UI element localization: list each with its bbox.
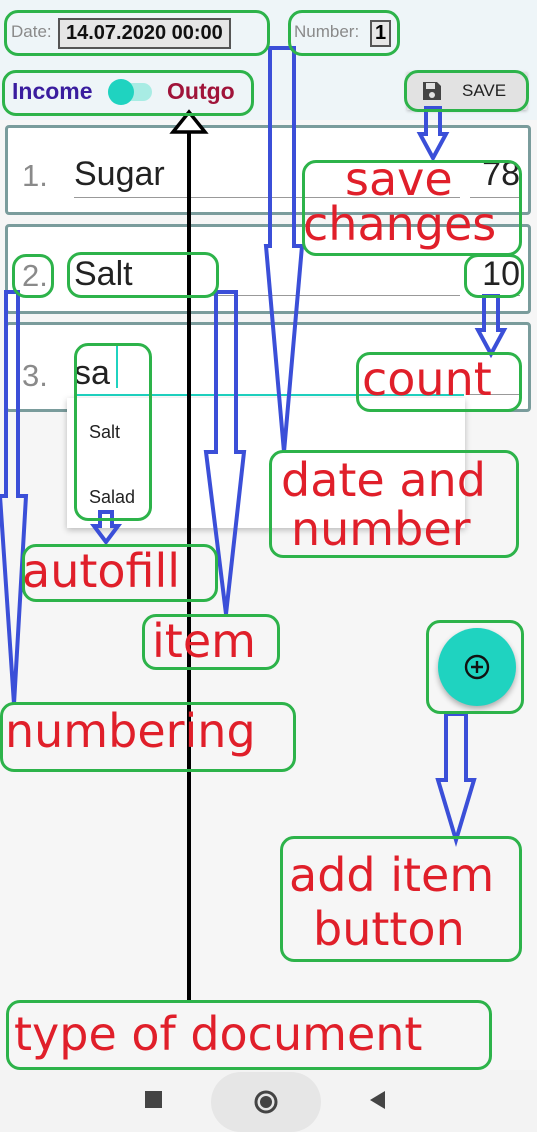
- date-field[interactable]: 14.07.2020 00:00: [58, 18, 231, 49]
- row-number: 3.: [22, 358, 48, 393]
- annotation-button: button: [313, 902, 465, 956]
- annotation-box-count: [464, 254, 524, 298]
- autofill-option[interactable]: Salad: [67, 473, 465, 521]
- annotation-box-date-number-label: [269, 450, 519, 558]
- annotation-number: number: [291, 502, 471, 556]
- annotation-date-and: date and: [281, 453, 486, 507]
- date-label: Date:: [11, 22, 52, 41]
- annotation-box-add-item-label: [280, 836, 522, 962]
- annotation-type-of-document: type of document: [14, 1007, 423, 1061]
- save-button-label: SAVE: [462, 81, 507, 100]
- annotation-box-document-type-label: [6, 1000, 492, 1070]
- toggle-knob: [108, 79, 134, 105]
- add-item-arrow: [435, 712, 477, 847]
- home-circle-icon: [254, 1090, 278, 1118]
- annotation-box-item: [67, 252, 219, 298]
- document-type-arrow: [169, 109, 209, 1000]
- income-label: Income: [12, 78, 93, 104]
- annotation-numbering: numbering: [5, 704, 256, 758]
- annotation-box-save-changes: [302, 160, 522, 256]
- annotation-autofill: autofill: [22, 544, 181, 598]
- annotation-box-save: [404, 70, 529, 112]
- item-input[interactable]: Salt: [74, 255, 460, 296]
- plus-circle-icon: [463, 653, 491, 685]
- count-arrow: [474, 294, 508, 359]
- autofill-option-label: Salt: [89, 422, 121, 442]
- count-input[interactable]: [470, 354, 520, 395]
- date-number-arrow: [263, 46, 305, 453]
- autofill-arrow: [90, 510, 122, 546]
- annotation-box-autofill: [74, 343, 152, 521]
- annotation-item: item: [152, 614, 256, 668]
- navigation-bar: [0, 1070, 537, 1132]
- item-input[interactable]: Sugar: [74, 155, 460, 198]
- item-input-value: sa: [74, 354, 110, 392]
- save-arrow: [416, 106, 450, 163]
- floppy-disk-icon: [420, 79, 444, 107]
- annotation-box-add-item: [426, 620, 524, 714]
- annotation-box-numbering: [12, 254, 54, 298]
- annotation-box-document-type: [2, 70, 254, 116]
- save-button[interactable]: SAVE: [407, 72, 527, 110]
- row-number: 1.: [22, 158, 48, 193]
- autofill-option[interactable]: Salt: [67, 408, 465, 456]
- item-input-active[interactable]: sa: [74, 346, 464, 396]
- item-input-value: Sugar: [74, 155, 165, 193]
- number-label: Number:: [294, 22, 360, 41]
- item-input-value: Salt: [74, 255, 133, 293]
- item-arrow: [203, 290, 247, 615]
- number-field[interactable]: 1: [370, 20, 392, 47]
- document-type-toggle[interactable]: [108, 79, 152, 105]
- text-cursor: [116, 346, 118, 388]
- annotation-box-number: [288, 10, 400, 56]
- annotation-box-count-label: [356, 352, 522, 412]
- annotation-changes: changes: [303, 197, 497, 251]
- annotation-save: save: [345, 152, 453, 206]
- annotation-box-date: [4, 10, 270, 56]
- home-button[interactable]: [211, 1072, 321, 1132]
- annotation-add-item: add item: [289, 848, 495, 902]
- autofill-option-label: Salad: [89, 487, 136, 507]
- back-triangle-icon[interactable]: [368, 1090, 386, 1114]
- annotation-box-autofill-label: [22, 544, 218, 602]
- autofill-dropdown: Salt Salad: [67, 398, 465, 528]
- annotation-count: count: [362, 352, 492, 406]
- add-item-button[interactable]: [438, 628, 516, 706]
- annotation-box-item-label: [142, 614, 280, 670]
- recent-apps-icon[interactable]: [145, 1091, 162, 1108]
- outgo-label: Outgo: [167, 78, 235, 104]
- numbering-arrow: [0, 290, 29, 705]
- annotation-box-numbering-label: [0, 702, 296, 772]
